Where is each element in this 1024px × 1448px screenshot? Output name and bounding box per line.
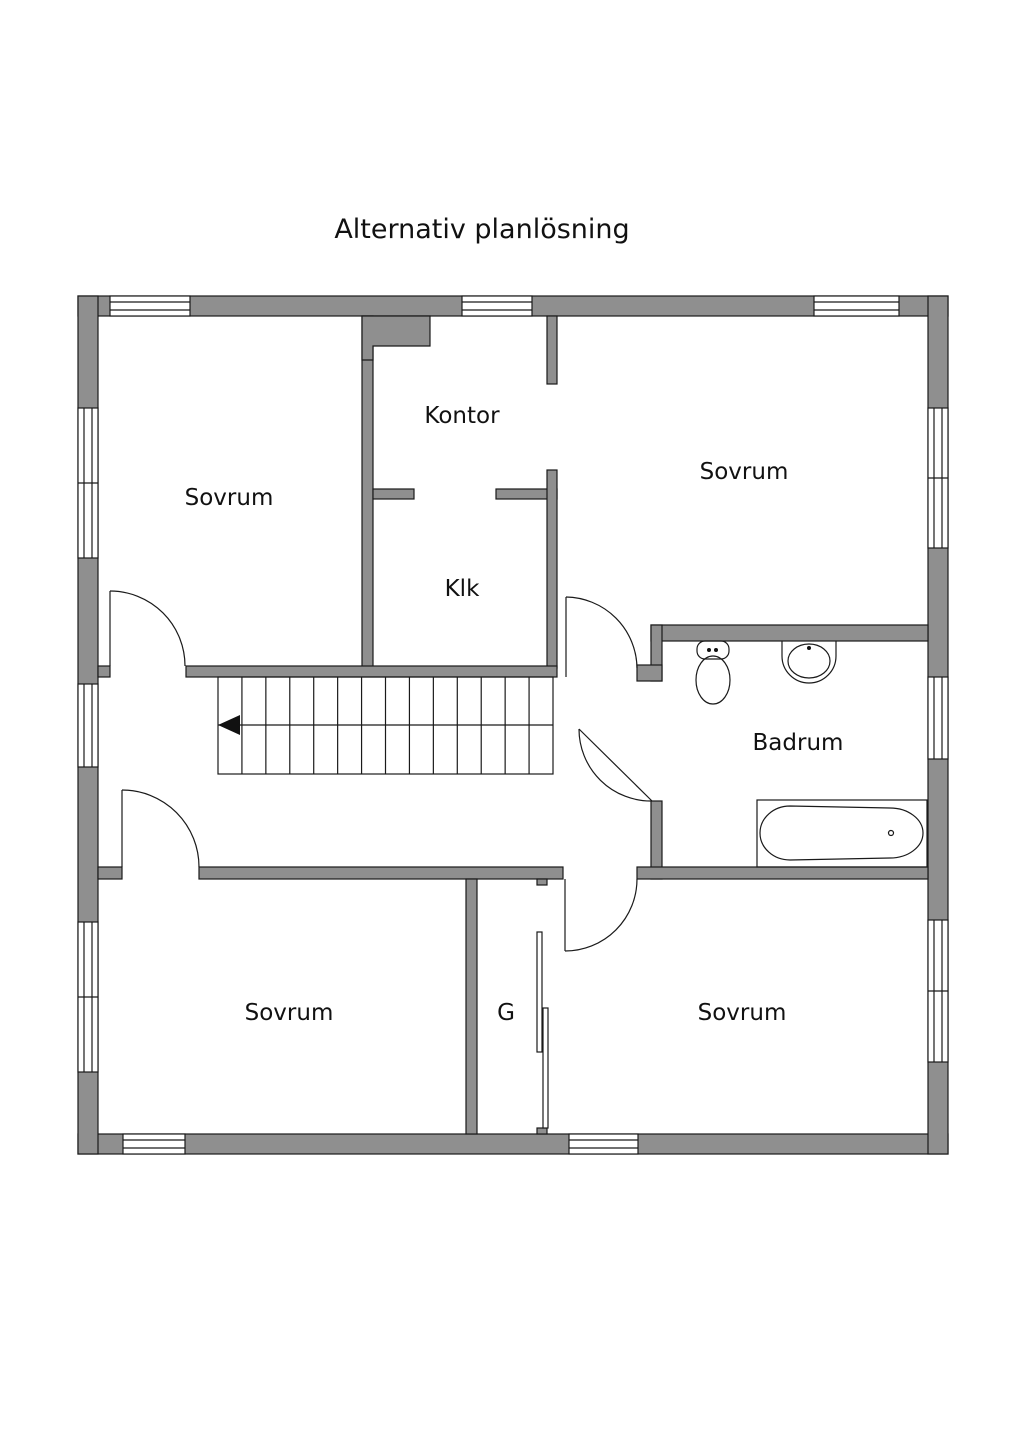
room-label-sovrum-top-left: Sovrum <box>185 485 274 511</box>
staircase <box>217 676 554 775</box>
windows <box>77 295 949 1155</box>
room-label-g: G <box>497 1000 515 1026</box>
room-label-badrum: Badrum <box>753 730 844 756</box>
room-label-kontor: Kontor <box>424 403 500 429</box>
sink-icon <box>781 641 837 684</box>
toilet-icon <box>695 640 731 705</box>
room-label-sovrum-bottom-right: Sovrum <box>698 1000 787 1026</box>
bathtub-icon <box>756 799 928 868</box>
room-label-sovrum-bottom-left: Sovrum <box>245 1000 334 1026</box>
bathroom-fixtures <box>695 640 928 868</box>
stair-direction-arrow-icon <box>218 715 240 735</box>
interior-walls <box>97 315 929 1135</box>
room-label-klk: Klk <box>445 576 480 602</box>
room-label-sovrum-top-right: Sovrum <box>700 459 789 485</box>
plan-title: Alternativ planlösning <box>334 214 630 245</box>
doors <box>109 590 653 1129</box>
